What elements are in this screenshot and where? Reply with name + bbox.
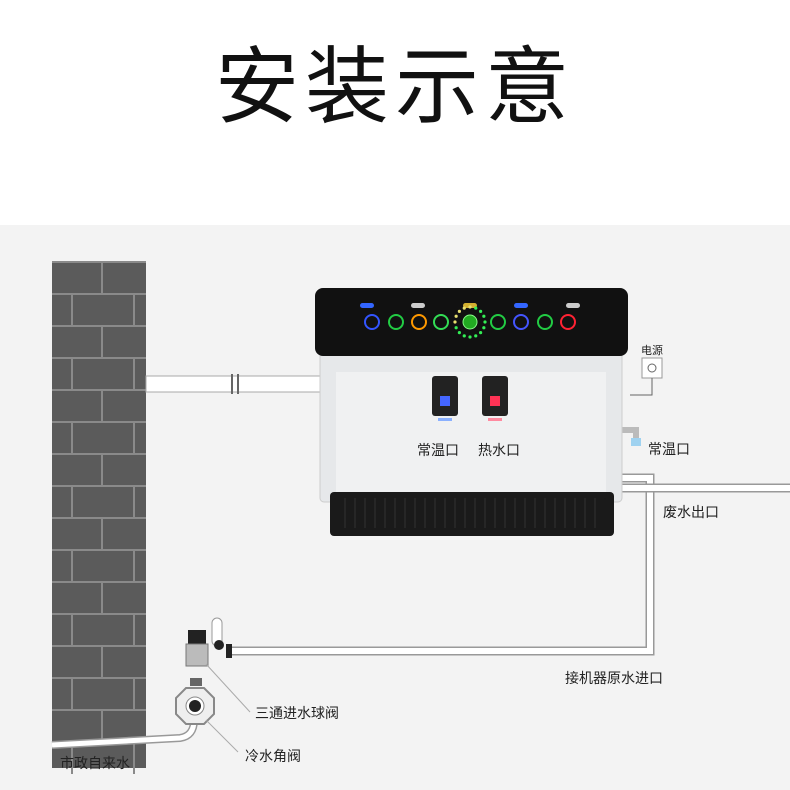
wall-conduit: [145, 374, 321, 394]
panel-button-icon: [411, 314, 427, 330]
panel-button-icon: [560, 314, 576, 330]
label-raw-water-inlet: 接机器原水进口: [565, 671, 663, 687]
indicator-light: [566, 303, 580, 308]
label-power: 电源: [641, 344, 663, 357]
page-title: 安装示意: [214, 38, 575, 136]
side-faucet: [622, 427, 641, 446]
panel-button-icon: [433, 314, 449, 330]
panel-button-icon: [513, 314, 529, 330]
label-normal-outlet-side: 常温口: [648, 442, 690, 458]
indicator-light: [411, 303, 425, 308]
panel-button-icon: [388, 314, 404, 330]
power-socket: [630, 357, 663, 396]
label-municipal-water: 市政自来水: [60, 756, 130, 772]
three-way-ball-valve: [185, 617, 232, 667]
indicator-light: [360, 303, 374, 308]
panel-button-icon: [537, 314, 553, 330]
label-cold-angle-valve: 冷水角阀: [245, 749, 301, 765]
panel-button-icon: [364, 314, 380, 330]
water-dispenser: [315, 288, 628, 536]
raw-water-pipe: [230, 473, 655, 656]
drip-tray: [330, 492, 614, 536]
label-three-way-ball-valve: 三通进水球阀: [255, 706, 339, 722]
cold-angle-valve: [175, 678, 215, 725]
label-normal-outlet-front: 常温口: [417, 443, 459, 459]
label-waste-outlet: 废水出口: [663, 505, 719, 521]
label-hot-outlet: 热水口: [478, 443, 520, 459]
brick-wall: [52, 261, 146, 774]
panel-button-icon: [490, 314, 506, 330]
main-dial-icon: [462, 314, 478, 330]
indicator-light: [514, 303, 528, 308]
